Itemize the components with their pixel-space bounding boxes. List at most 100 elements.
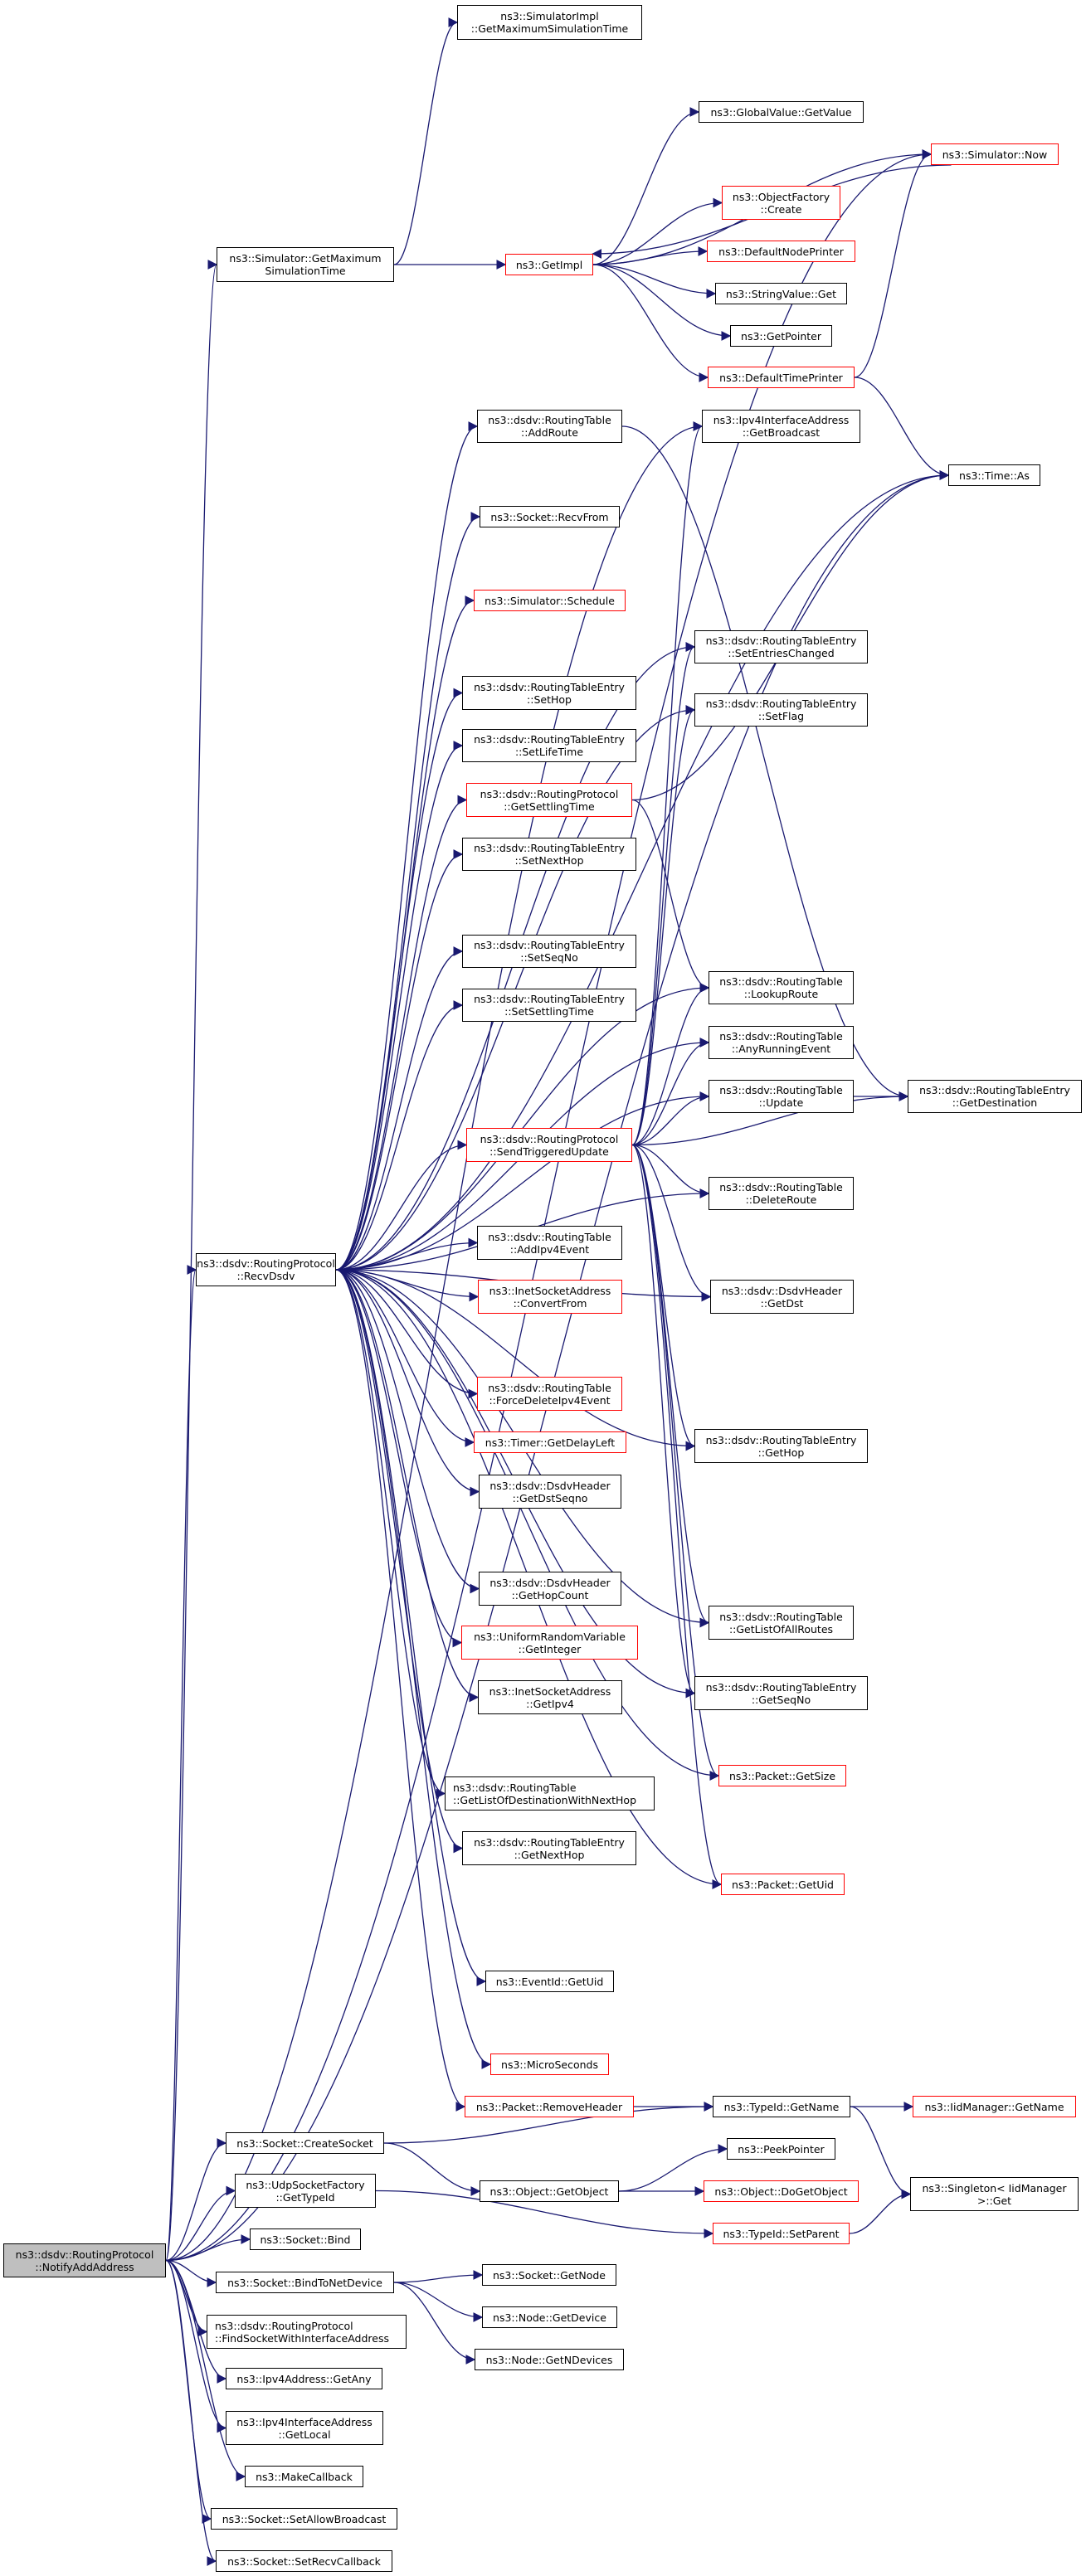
edge-sim-get-max-to-simimpl-get-max (393, 17, 459, 265)
node-iid-get-name[interactable]: ns3::IidManager::GetName (913, 2096, 1076, 2117)
node-recv-from[interactable]: ns3::Socket::RecvFrom (480, 506, 620, 527)
node-get-ipv4[interactable]: ns3::InetSocketAddress ::GetIpv4 (478, 1680, 622, 1714)
node-node-get-device[interactable]: ns3::Node::GetDevice (482, 2306, 617, 2328)
edge-get-impl-to-string-value (592, 264, 717, 299)
node-make-callback[interactable]: ns3::MakeCallback (245, 2466, 363, 2487)
node-get-seq-no[interactable]: ns3::dsdv::RoutingTableEntry ::GetSeqNo (694, 1676, 868, 1710)
node-notify-add-address: ns3::dsdv::RoutingProtocol ::NotifyAddAd… (3, 2243, 166, 2277)
edge-send-triggered-update-to-packet-get-size (631, 1144, 720, 1781)
node-set-hop[interactable]: ns3::dsdv::RoutingTableEntry ::SetHop (462, 676, 636, 710)
node-set-allow-broadcast[interactable]: ns3::Socket::SetAllowBroadcast (211, 2508, 397, 2530)
edge-recv-dsdv-to-get-dst-seqno (335, 1269, 480, 1497)
node-lookup-route[interactable]: ns3::dsdv::RoutingTable ::LookupRoute (709, 971, 854, 1004)
node-singleton-get[interactable]: ns3::Singleton< IidManager >::Get (910, 2177, 1079, 2211)
node-set-entries-changed[interactable]: ns3::dsdv::RoutingTableEntry ::SetEntrie… (694, 630, 868, 663)
node-packet-get-size[interactable]: ns3::Packet::GetSize (718, 1765, 846, 1786)
node-set-life-time[interactable]: ns3::dsdv::RoutingTableEntry ::SetLifeTi… (462, 729, 636, 762)
edge-send-triggered-update-to-get-destination (631, 1091, 909, 1146)
node-micro-seconds[interactable]: ns3::MicroSeconds (490, 2054, 609, 2075)
node-get-next-hop[interactable]: ns3::dsdv::RoutingTableEntry ::GetNextHo… (462, 1831, 636, 1865)
node-socket-get-node[interactable]: ns3::Socket::GetNode (482, 2264, 616, 2286)
edge-default-time-printer-to-time-as (854, 377, 950, 480)
node-peek-pointer[interactable]: ns3::PeekPointer (727, 2138, 835, 2160)
node-get-any[interactable]: ns3::Ipv4Address::GetAny (226, 2368, 382, 2389)
node-get-object[interactable]: ns3::Object::GetObject (480, 2180, 619, 2202)
edge-recv-dsdv-to-recv-from (335, 512, 481, 1271)
node-get-broadcast[interactable]: ns3::Ipv4InterfaceAddress ::GetBroadcast (702, 410, 860, 443)
node-get-destination[interactable]: ns3::dsdv::RoutingTableEntry ::GetDestin… (908, 1080, 1082, 1113)
node-get-list-dest-next-hop[interactable]: ns3::dsdv::RoutingTable ::GetListOfDesti… (445, 1776, 655, 1810)
edge-send-triggered-update-to-set-entries-changed (631, 642, 696, 1146)
node-get-dst[interactable]: ns3::dsdv::DsdvHeader ::GetDst (710, 1280, 854, 1314)
node-force-delete[interactable]: ns3::dsdv::RoutingTable ::ForceDeleteIpv… (477, 1377, 622, 1411)
node-sim-now[interactable]: ns3::Simulator::Now (931, 143, 1059, 165)
node-set-parent[interactable]: ns3::TypeId::SetParent (713, 2223, 850, 2244)
node-get-settling-time[interactable]: ns3::dsdv::RoutingProtocol ::GetSettling… (466, 783, 632, 817)
node-node-get-ndevices[interactable]: ns3::Node::GetNDevices (475, 2349, 624, 2370)
node-set-next-hop[interactable]: ns3::dsdv::RoutingTableEntry ::SetNextHo… (462, 838, 636, 871)
edge-recv-dsdv-to-add-route (335, 421, 479, 1271)
node-get-hop-count[interactable]: ns3::dsdv::DsdvHeader ::GetHopCount (479, 1572, 621, 1606)
node-get-delay-left[interactable]: ns3::Timer::GetDelayLeft (474, 1431, 626, 1453)
node-find-socket[interactable]: ns3::dsdv::RoutingProtocol ::FindSocketW… (207, 2315, 407, 2349)
node-any-running-event[interactable]: ns3::dsdv::RoutingTable ::AnyRunningEven… (709, 1026, 854, 1059)
edge-send-triggered-update-to-get-broadcast (631, 421, 704, 1146)
edge-notify-add-address-to-bind-to-net-device (165, 2259, 217, 2287)
edge-bind-to-net-device-to-node-get-device (393, 2282, 484, 2322)
edge-recv-dsdv-to-get-ipv4 (335, 1269, 480, 1703)
edge-send-triggered-update-to-update (631, 1091, 710, 1146)
node-set-recv-callback[interactable]: ns3::Socket::SetRecvCallback (216, 2550, 392, 2572)
node-time-as[interactable]: ns3::Time::As (948, 464, 1040, 486)
node-bind-to-net-device[interactable]: ns3::Socket::BindToNetDevice (216, 2272, 394, 2293)
node-recv-dsdv[interactable]: ns3::dsdv::RoutingProtocol ::RecvDsdv (196, 1253, 336, 1286)
node-object-factory[interactable]: ns3::ObjectFactory ::Create (722, 186, 840, 220)
edge-notify-add-address-to-make-callback (165, 2259, 246, 2481)
node-socket-bind[interactable]: ns3::Socket::Bind (250, 2228, 361, 2250)
edge-get-object-to-peek-pointer (618, 2144, 728, 2192)
node-send-triggered-update[interactable]: ns3::dsdv::RoutingProtocol ::SendTrigger… (466, 1128, 632, 1162)
node-delete-route[interactable]: ns3::dsdv::RoutingTable ::DeleteRoute (709, 1177, 854, 1210)
node-sim-get-max[interactable]: ns3::Simulator::GetMaximum SimulationTim… (217, 247, 394, 282)
node-get-local[interactable]: ns3::Ipv4InterfaceAddress ::GetLocal (226, 2411, 383, 2445)
edge-recv-dsdv-to-packet-get-size (335, 1269, 720, 1781)
edge-notify-add-address-to-set-recv-callback (165, 2259, 217, 2566)
node-udp-get-typeid[interactable]: ns3::UdpSocketFactory ::GetTypeId (235, 2174, 376, 2208)
node-get-pointer[interactable]: ns3::GetPointer (730, 325, 832, 347)
node-convert-from[interactable]: ns3::InetSocketAddress ::ConvertFrom (478, 1280, 622, 1314)
node-set-settling-time[interactable]: ns3::dsdv::RoutingTableEntry ::SetSettli… (462, 989, 636, 1022)
node-default-time-printer[interactable]: ns3::DefaultTimePrinter (708, 367, 855, 388)
node-simimpl-get-max[interactable]: ns3::SimulatorImpl ::GetMaximumSimulatio… (457, 5, 642, 40)
node-do-get-object[interactable]: ns3::Object::DoGetObject (704, 2180, 859, 2202)
node-default-node-printer[interactable]: ns3::DefaultNodePrinter (707, 241, 855, 262)
node-string-value[interactable]: ns3::StringValue::Get (715, 283, 847, 304)
edge-get-impl-to-get-pointer (592, 264, 732, 341)
node-get-impl[interactable]: ns3::GetImpl (505, 254, 593, 275)
node-add-route[interactable]: ns3::dsdv::RoutingTable ::AddRoute (477, 410, 622, 443)
node-update[interactable]: ns3::dsdv::RoutingTable ::Update (709, 1080, 854, 1113)
edge-recv-dsdv-to-get-integer (335, 1269, 463, 1648)
edge-notify-add-address-to-recv-dsdv (165, 1266, 197, 2262)
node-event-get-uid[interactable]: ns3::EventId::GetUid (485, 1971, 614, 1992)
node-get-hop[interactable]: ns3::dsdv::RoutingTableEntry ::GetHop (694, 1429, 868, 1463)
edge-recv-dsdv-to-force-delete (335, 1269, 479, 1399)
node-schedule[interactable]: ns3::Simulator::Schedule (474, 590, 626, 611)
edge-send-triggered-update-to-packet-get-uid (631, 1144, 723, 1889)
node-get-dst-seqno[interactable]: ns3::dsdv::DsdvHeader ::GetDstSeqno (479, 1475, 621, 1509)
edge-get-impl-to-default-time-printer (592, 264, 709, 382)
edge-get-settling-time-to-lookup-route (631, 799, 710, 993)
node-remove-header[interactable]: ns3::Packet::RemoveHeader (465, 2096, 634, 2117)
edge-recv-dsdv-to-time-as (335, 470, 950, 1271)
node-typeid-get-name[interactable]: ns3::TypeId::GetName (713, 2096, 850, 2117)
node-global-value[interactable]: ns3::GlobalValue::GetValue (699, 101, 864, 123)
edge-recv-dsdv-to-set-hop (335, 688, 464, 1271)
node-create-socket[interactable]: ns3::Socket::CreateSocket (226, 2132, 384, 2154)
node-packet-get-uid[interactable]: ns3::Packet::GetUid (721, 1874, 845, 1895)
edge-notify-add-address-to-create-socket (165, 2138, 227, 2262)
node-add-ipv4-event[interactable]: ns3::dsdv::RoutingTable ::AddIpv4Event (477, 1226, 622, 1260)
edge-notify-add-address-to-socket-bind (165, 2234, 251, 2262)
node-get-list-all-routes[interactable]: ns3::dsdv::RoutingTable ::GetListOfAllRo… (709, 1606, 854, 1640)
node-get-integer[interactable]: ns3::UniformRandomVariable ::GetInteger (461, 1626, 638, 1660)
node-set-flag[interactable]: ns3::dsdv::RoutingTableEntry ::SetFlag (694, 693, 868, 727)
node-set-seq-no[interactable]: ns3::dsdv::RoutingTableEntry ::SetSeqNo (462, 935, 636, 968)
